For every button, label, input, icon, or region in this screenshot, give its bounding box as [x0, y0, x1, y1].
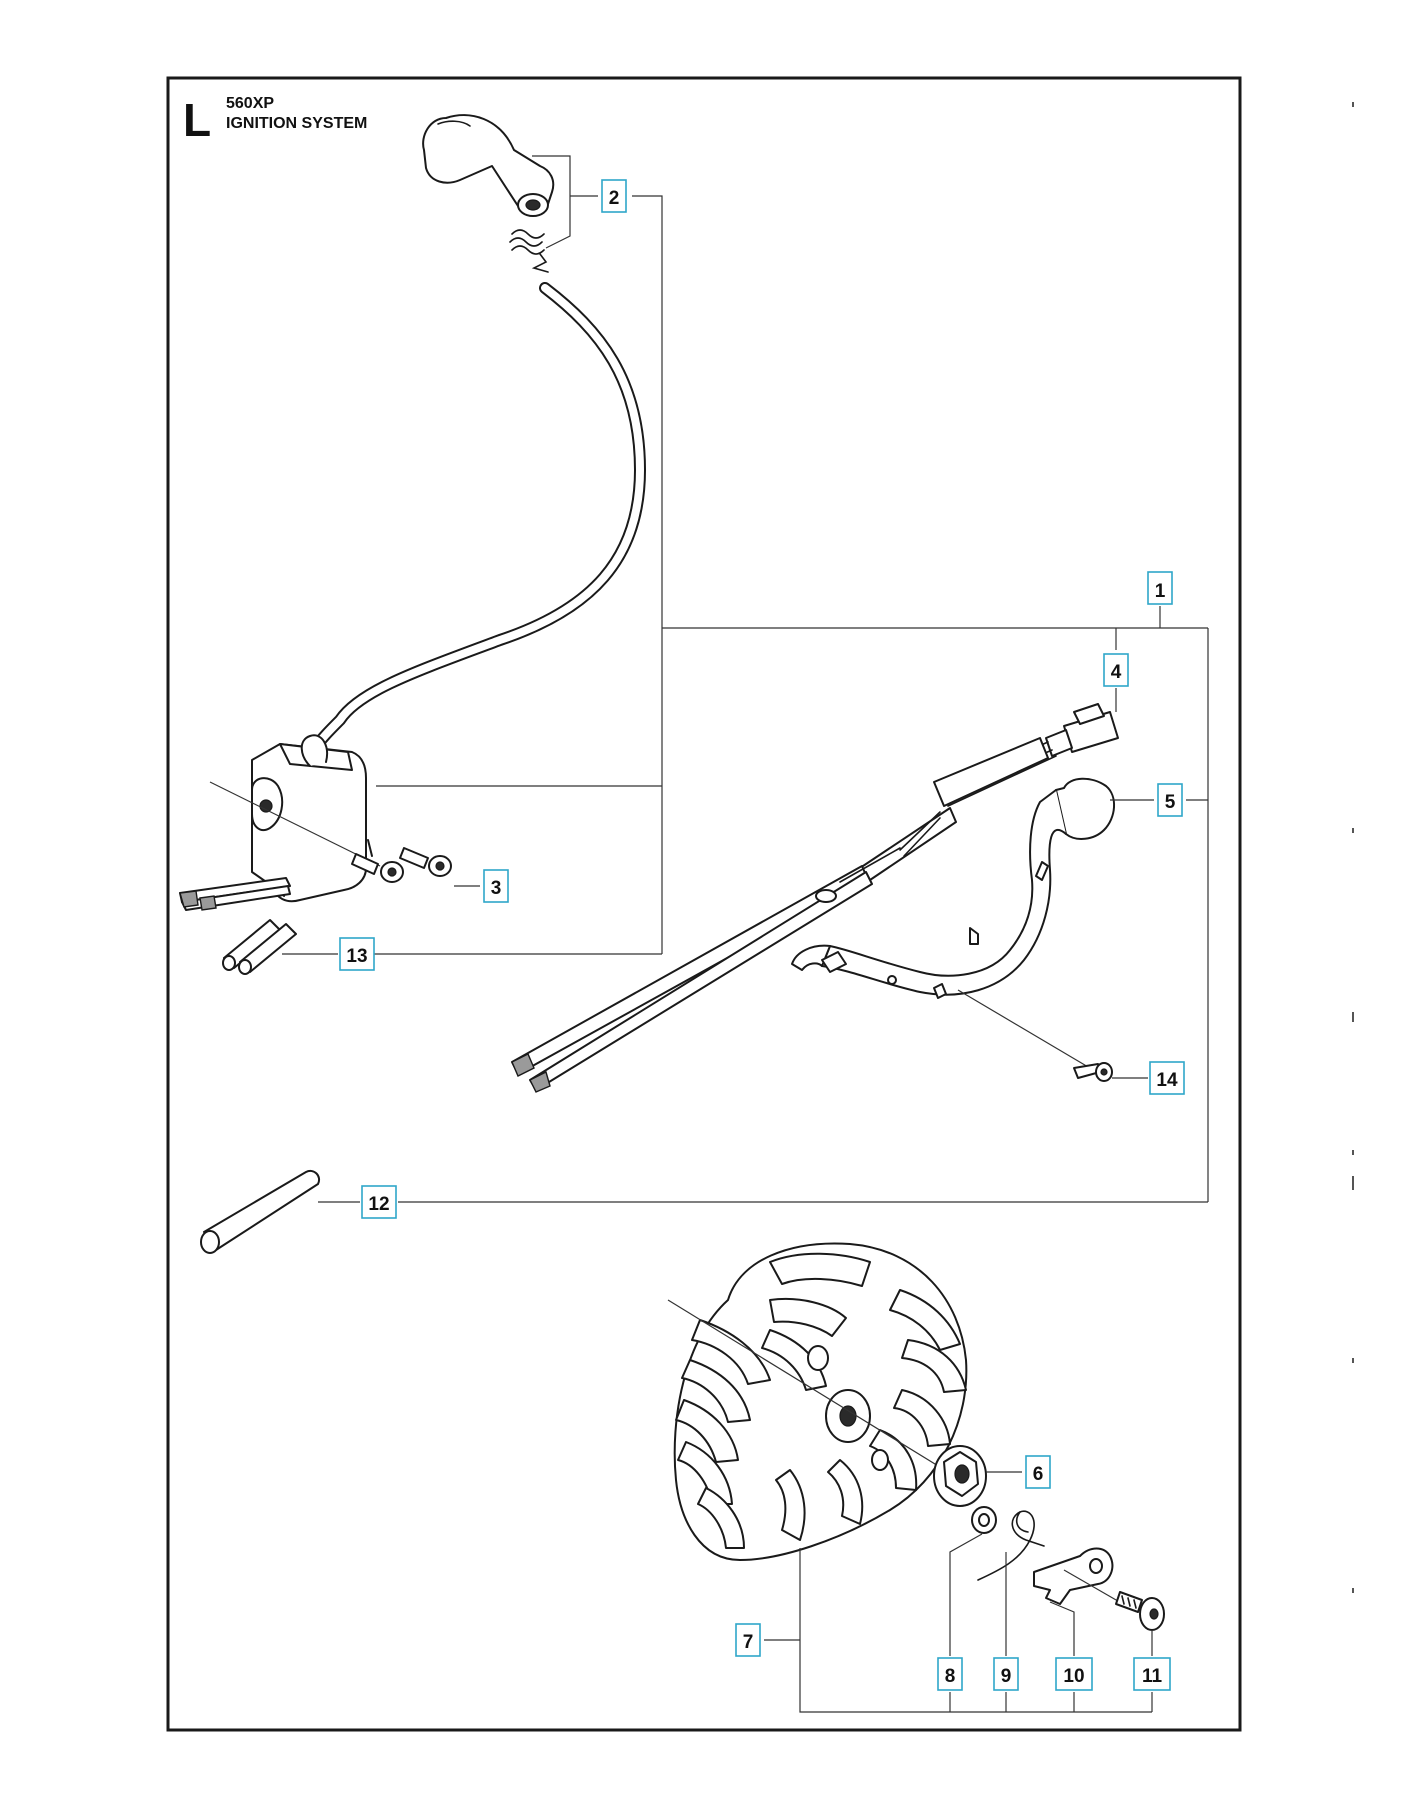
leader-lines	[282, 155, 1209, 1713]
callout-2-label: 2	[609, 188, 620, 209]
long-pin	[200, 1170, 320, 1254]
callout-5[interactable]: 5	[1157, 783, 1183, 817]
section-title: IGNITION SYSTEM	[226, 115, 367, 132]
callout-6-label: 6	[1033, 1464, 1044, 1485]
ignition-module	[179, 734, 373, 911]
pawl-spring	[977, 1510, 1045, 1581]
spark-plug-cap	[422, 114, 555, 217]
pawl-screw	[1063, 1569, 1165, 1631]
margin-marks	[1352, 102, 1354, 1593]
callout-10-label: 10	[1063, 1666, 1084, 1687]
callout-6[interactable]: 6	[1025, 1455, 1051, 1489]
callout-3[interactable]: 3	[483, 869, 509, 903]
section-header: L 560XP IGNITION SYSTEM	[183, 94, 367, 146]
callout-9[interactable]: 9	[993, 1657, 1019, 1691]
callout-11-label: 11	[1142, 1666, 1163, 1687]
callout-13-label: 13	[346, 946, 367, 967]
callout-3-label: 3	[491, 878, 502, 899]
ignition-lead	[294, 282, 646, 796]
callout-1[interactable]: 1	[1147, 571, 1173, 605]
small-pins	[222, 919, 297, 975]
bracket-screw	[957, 989, 1113, 1082]
callout-4-label: 4	[1111, 662, 1122, 683]
model-name: 560XP	[226, 95, 274, 112]
callout-13[interactable]: 13	[339, 937, 375, 971]
diagram-frame	[166, 76, 1242, 1732]
callout-10[interactable]: 10	[1055, 1657, 1093, 1691]
washer	[971, 1506, 997, 1534]
callout-8[interactable]: 8	[937, 1657, 963, 1691]
flywheel	[667, 1242, 968, 1561]
cable-harness	[511, 703, 1119, 1093]
cap-spring	[509, 229, 549, 273]
flywheel-nut	[933, 1445, 987, 1507]
section-letter: L	[183, 94, 211, 146]
pawl	[1033, 1547, 1114, 1605]
cable-bracket	[791, 777, 1115, 999]
callout-5-label: 5	[1165, 792, 1176, 813]
callout-7-label: 7	[743, 1632, 754, 1653]
callout-14-label: 14	[1156, 1070, 1178, 1091]
callout-11[interactable]: 11	[1133, 1657, 1171, 1691]
callout-7[interactable]: 7	[735, 1623, 761, 1657]
callout-2[interactable]: 2	[601, 179, 627, 213]
callout-9-label: 9	[1001, 1666, 1012, 1687]
module-screws	[209, 781, 452, 883]
callout-1-label: 1	[1155, 581, 1166, 602]
callout-12[interactable]: 12	[361, 1185, 397, 1219]
callout-14[interactable]: 14	[1149, 1061, 1185, 1095]
callout-4[interactable]: 4	[1103, 653, 1129, 687]
callout-8-label: 8	[945, 1666, 956, 1687]
callout-12-label: 12	[368, 1194, 389, 1215]
